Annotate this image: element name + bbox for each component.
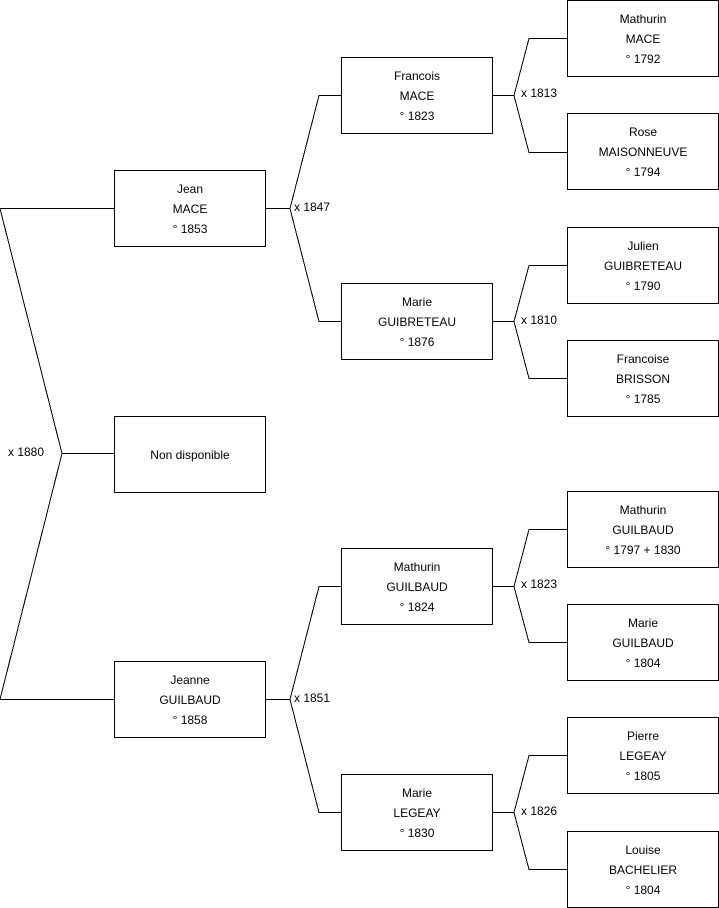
person-first-name: Francoise (616, 351, 670, 366)
person-box-louise-bachelier[interactable]: Louise BACHELIER ° 1804 (567, 831, 719, 908)
connector-marie-guibreteau (492, 265, 567, 322)
connector-father-lower (289, 208, 341, 322)
connector-mathurin (492, 529, 567, 587)
marriage-label-root: x 1880 (8, 445, 45, 459)
connector-francois-lower (513, 95, 567, 153)
person-dates: ° 1804 (625, 655, 661, 670)
person-last-name: MACE (625, 31, 661, 46)
connector-francois (492, 38, 567, 96)
person-box-father[interactable]: Jean MACE ° 1853 (114, 170, 266, 247)
person-last-name: MACE (399, 88, 435, 103)
person-last-name: GUILBAUD (386, 579, 448, 594)
person-dates: ° 1876 (399, 334, 435, 349)
marriage-label-mathurin: x 1823 (521, 577, 558, 591)
person-dates: ° 1790 (625, 278, 661, 293)
person-first-name: Francois (393, 68, 440, 83)
person-box-mathurin-mace[interactable]: Mathurin MACE ° 1792 (567, 0, 719, 77)
connector-mother-lower (289, 699, 341, 813)
person-box-pierre-legeay[interactable]: Pierre LEGEAY ° 1805 (567, 717, 719, 794)
person-dates: ° 1830 (399, 825, 435, 840)
person-last-name: GUILBAUD (612, 635, 674, 650)
person-first-name: Marie (627, 615, 658, 630)
person-first-name: Jeanne (170, 672, 210, 687)
person-first-name: Marie (401, 294, 432, 309)
person-box-marie-guibreteau[interactable]: Marie GUIBRETEAU ° 1876 (341, 283, 493, 360)
person-first-name: Marie (401, 785, 432, 800)
person-last-name: GUIBRETEAU (603, 258, 682, 273)
connector-marie-legeay-lower (513, 812, 567, 870)
person-dates: ° 1785 (625, 391, 661, 406)
person-box-julien-guibreteau[interactable]: Julien GUIBRETEAU ° 1790 (567, 227, 719, 304)
person-dates: ° 1792 (625, 51, 661, 66)
person-last-name: LEGEAY (619, 748, 667, 763)
person-box-francois-mace[interactable]: Francois MACE ° 1823 (341, 57, 493, 134)
person-first-name: Pierre (626, 728, 659, 743)
connector-marie-legeay (492, 755, 567, 813)
person-box-mathurin-guilbaud-senior[interactable]: Mathurin GUILBAUD ° 1797 + 1830 (567, 491, 719, 568)
person-box-marie-guilbaud[interactable]: Marie GUILBAUD ° 1804 (567, 604, 719, 681)
person-box-unknown[interactable]: Non disponible (114, 416, 266, 493)
connector-mother-upper (265, 586, 341, 700)
marriage-label-marie-guibreteau: x 1810 (521, 313, 558, 327)
person-dates: ° 1797 + 1830 (605, 542, 681, 557)
person-last-name: GUILBAUD (159, 692, 221, 707)
person-last-name: GUIBRETEAU (377, 314, 456, 329)
marriage-label-father: x 1847 (294, 200, 331, 214)
person-first-name: Louise (625, 842, 661, 857)
connector-mathurin-lower (513, 586, 567, 643)
person-first-name: Mathurin (619, 11, 667, 26)
person-dates: ° 1794 (625, 164, 661, 179)
connector-root-mother (0, 453, 114, 700)
person-box-francoise-brisson[interactable]: Francoise BRISSON ° 1785 (567, 340, 719, 417)
connector-father-upper (265, 95, 341, 209)
person-last-name: LEGEAY (393, 805, 441, 820)
person-first-name: Jean (176, 181, 204, 196)
person-dates: ° 1858 (172, 712, 208, 727)
person-last-name: BRISSON (615, 371, 670, 386)
person-dates: ° 1823 (399, 108, 435, 123)
person-last-name: MAISONNEUVE (598, 144, 688, 159)
person-first-name: Mathurin (619, 502, 667, 517)
marriage-label-francois: x 1813 (521, 86, 558, 100)
person-last-name: MACE (172, 201, 208, 216)
marriage-label-marie-legeay: x 1826 (521, 804, 558, 818)
person-dates: ° 1824 (399, 599, 435, 614)
person-box-mother[interactable]: Jeanne GUILBAUD ° 1858 (114, 661, 266, 738)
person-first-name: Rose (628, 124, 657, 139)
person-unavailable: Non disponible (150, 447, 230, 462)
person-box-marie-legeay[interactable]: Marie LEGEAY ° 1830 (341, 774, 493, 851)
person-first-name: Mathurin (393, 559, 441, 574)
connector-marie-guibreteau-lower (513, 321, 567, 379)
person-last-name: GUILBAUD (612, 522, 674, 537)
marriage-label-mother: x 1851 (294, 691, 331, 705)
person-dates: ° 1804 (625, 882, 661, 897)
person-first-name: Julien (627, 238, 659, 253)
person-dates: ° 1853 (172, 221, 208, 236)
person-dates: ° 1805 (625, 768, 661, 783)
person-last-name: BACHELIER (608, 862, 678, 877)
person-box-mathurin-guilbaud[interactable]: Mathurin GUILBAUD ° 1824 (341, 548, 493, 625)
connector-root-father (0, 208, 114, 454)
person-box-rose-maisonneuve[interactable]: Rose MAISONNEUVE ° 1794 (567, 113, 719, 190)
